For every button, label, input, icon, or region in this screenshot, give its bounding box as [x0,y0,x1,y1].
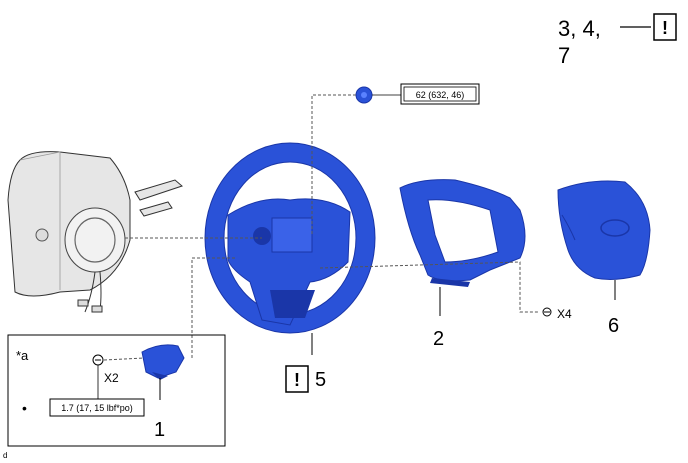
inset-guide-line [103,357,146,361]
pad-screw-icon [92,354,104,366]
torque-box-nut [400,83,480,105]
airbag-pad-icon [557,180,651,280]
qty-pad-screw: X2 [104,371,119,385]
inset-frame [7,334,226,447]
caution-box-top [653,13,677,41]
screw-icon [542,307,552,317]
steering-wheel-icon [204,142,376,334]
caution-box-5 [285,365,309,393]
assembly-guide-lines [125,94,538,358]
torque-box-inset [49,398,145,417]
top-right-items-line1: 3, 4, [558,16,601,41]
inset-tag: *a [16,348,29,363]
top-right-items-line2: 7 [558,43,570,68]
steering-column-icon [7,151,183,313]
item-1-label: 1 [154,419,165,441]
item-2-label: 2 [433,328,444,350]
caution-symbol-5: ! [294,370,300,390]
torque-nut-value: 62 (632, 46) [416,90,465,100]
steering-nut-icon [355,86,373,104]
corner-mark: d [3,451,7,460]
torque-inset-value: 1.7 (17, 15 lbf*po) [61,403,133,413]
caution-symbol-top: ! [662,18,668,38]
qty-cover-screw: X4 [557,307,572,321]
inset-bullet: • [22,400,27,416]
item-6-label: 6 [608,315,619,337]
lower-cover-icon [399,179,526,287]
torque-box-nut-inner [403,86,477,102]
switch-assembly-icon [141,344,185,380]
item-5-label: 5 [315,369,326,391]
